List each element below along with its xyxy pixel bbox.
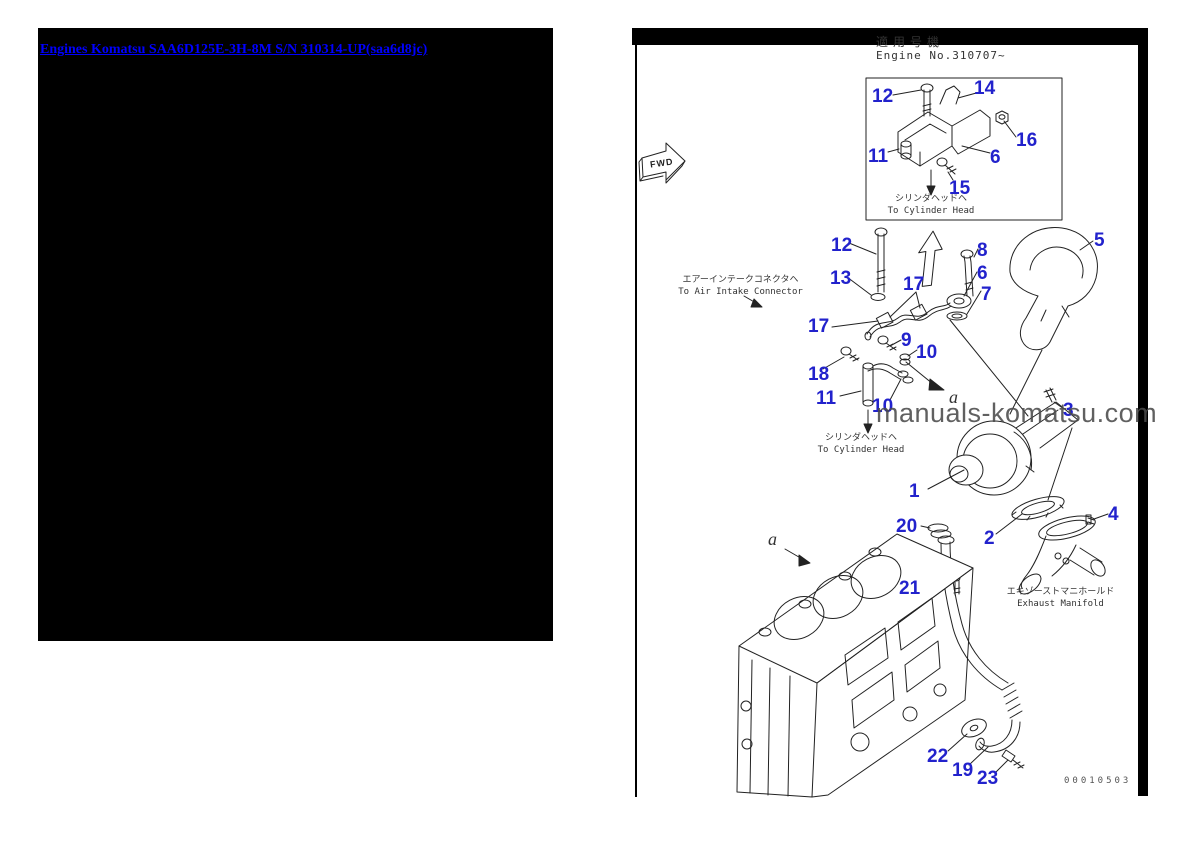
watermark-text: manuals-komatsu.com (876, 398, 1158, 428)
note-jp: エキゾーストマニホールド (1006, 587, 1115, 597)
exhaust-manifold-drawing (1018, 513, 1109, 595)
page-left-rule (635, 45, 637, 797)
note-exhaust-manifold: エキゾーストマニホールド Exhaust Manifold (993, 586, 1128, 610)
callout-11-inset: 11 (868, 146, 889, 167)
fwd-arrow-drawing (638, 142, 686, 184)
callout-22: 22 (927, 746, 949, 767)
note-en: To Air Intake Connector (678, 287, 803, 298)
note-to-air-intake-connector: エアーインテークコネクタヘ To Air Intake Connector (663, 274, 818, 298)
gasket-2-drawing (995, 496, 1065, 535)
upper-assembly-drawing (743, 227, 1043, 434)
callout-6-inset: 6 (990, 147, 1001, 168)
note-to-cylinder-head-inset: シリンダヘッドヘ To Cylinder Head (870, 193, 992, 217)
callout-18: 18 (808, 364, 830, 385)
callout-13: 13 (830, 268, 852, 289)
callout-10a: 10 (916, 342, 938, 363)
callout-12-inset: 12 (872, 86, 894, 107)
callout-7: 7 (981, 284, 992, 305)
turbocharger-drawing (927, 387, 1079, 501)
ref-letter-a-block: a (768, 529, 777, 549)
engine-model-link[interactable]: Engines Komatsu SAA6D125E-3H-8M S/N 3103… (40, 42, 428, 57)
callout-9: 9 (901, 330, 912, 351)
callout-5: 5 (1094, 230, 1105, 251)
heat-shield-drawing (1009, 227, 1098, 351)
callout-2: 2 (984, 528, 995, 549)
callout-4: 4 (1108, 504, 1119, 525)
note-en: To Cylinder Head (817, 445, 905, 456)
applicable-serial-jp: 適用号機 (876, 35, 945, 49)
note-jp: シリンダヘッドヘ (894, 194, 967, 204)
callout-14: 14 (974, 78, 996, 99)
callout-15: 15 (949, 178, 971, 199)
engine-block-drawing (736, 533, 974, 798)
callout-23: 23 (977, 768, 999, 789)
callout-20: 20 (896, 516, 918, 537)
callout-11: 11 (816, 388, 837, 409)
page-right-bar (1138, 28, 1148, 796)
callout-1: 1 (909, 481, 920, 502)
ref-letter-a-turbo: a (949, 387, 958, 407)
callout-17b: 17 (808, 316, 830, 337)
note-jp: シリンダヘッドヘ (824, 433, 897, 443)
callout-3: 3 (1063, 400, 1074, 421)
callout-17a: 17 (903, 274, 925, 295)
note-jp: エアーインテークコネクタヘ (682, 275, 799, 285)
callout-21: 21 (899, 578, 921, 599)
document-number: 00010503 (1064, 776, 1132, 786)
parts-diagram-art (638, 77, 1109, 798)
callout-10b: 10 (872, 396, 894, 417)
page-top-bar (632, 28, 1148, 45)
note-to-cylinder-head-main: シリンダヘッドヘ To Cylinder Head (800, 432, 922, 456)
note-en: To Cylinder Head (887, 206, 975, 217)
callout-16: 16 (1016, 130, 1038, 151)
inset-detail-drawing (865, 77, 1063, 221)
redacted-panel (38, 28, 553, 641)
callout-6: 6 (977, 263, 988, 284)
callout-8: 8 (977, 240, 988, 261)
note-en: Exhaust Manifold (1017, 599, 1104, 610)
applicable-serial-en: Engine No.310707~ (876, 49, 1006, 62)
callout-19: 19 (952, 760, 974, 781)
callout-12: 12 (831, 235, 853, 256)
